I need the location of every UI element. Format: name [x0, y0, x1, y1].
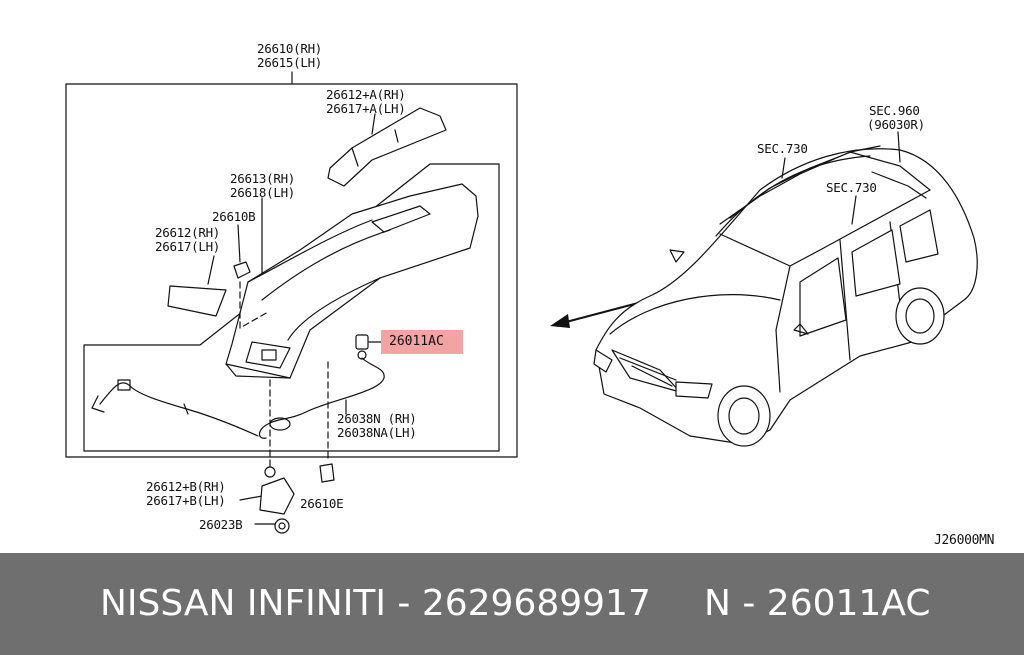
- label-sec-730-b: SEC.730: [826, 180, 877, 195]
- label-cover-lower: 26612+B(RH) 26617+B(LH): [146, 479, 226, 508]
- part-number-banner: NISSAN INFINITI - 2629689917 N - 26011AC: [0, 553, 1024, 655]
- oem-part-number: N - 26011AC: [704, 583, 931, 624]
- label-sec-730-a: SEC.730: [757, 141, 808, 156]
- socket-part: [355, 334, 369, 360]
- highlighted-part-label: 26011AC: [381, 330, 463, 354]
- fastener-part: [319, 463, 335, 483]
- housing-part: [225, 183, 479, 379]
- diagram-code: J26000MN: [934, 533, 995, 548]
- vehicle-drawing: [593, 131, 978, 447]
- parts-diagram: 26610(RH) 26615(LH) 26612+A(RH) 26617+A(…: [65, 41, 995, 548]
- lens-part: [167, 285, 227, 317]
- label-top-assembly: 26610(RH) 26615(LH): [257, 41, 323, 70]
- label-harness: 26038N (RH) 26038NA(LH): [337, 411, 417, 440]
- label-housing: 26613(RH) 26618(LH): [230, 171, 296, 200]
- label-nut: 26023B: [199, 517, 243, 532]
- lower-cover-part: [259, 466, 295, 515]
- harness-part: [91, 357, 385, 439]
- label-clip: 26610B: [212, 209, 256, 224]
- label-cover-upper: 26612+A(RH) 26617+A(LH): [326, 87, 406, 116]
- nut-part: [274, 518, 290, 534]
- diagram-drawing: [65, 71, 978, 534]
- upper-cover-part: [327, 107, 447, 187]
- label-sec-960: SEC.960 (96030R): [867, 103, 925, 132]
- inner-frame: [83, 163, 500, 452]
- brand-part-number: NISSAN INFINITI - 2629689917: [100, 583, 651, 624]
- outer-frame: [65, 83, 518, 458]
- label-lens: 26612(RH) 26617(LH): [155, 225, 221, 254]
- clip-part: [233, 261, 251, 279]
- label-fastener: 26610E: [300, 496, 344, 511]
